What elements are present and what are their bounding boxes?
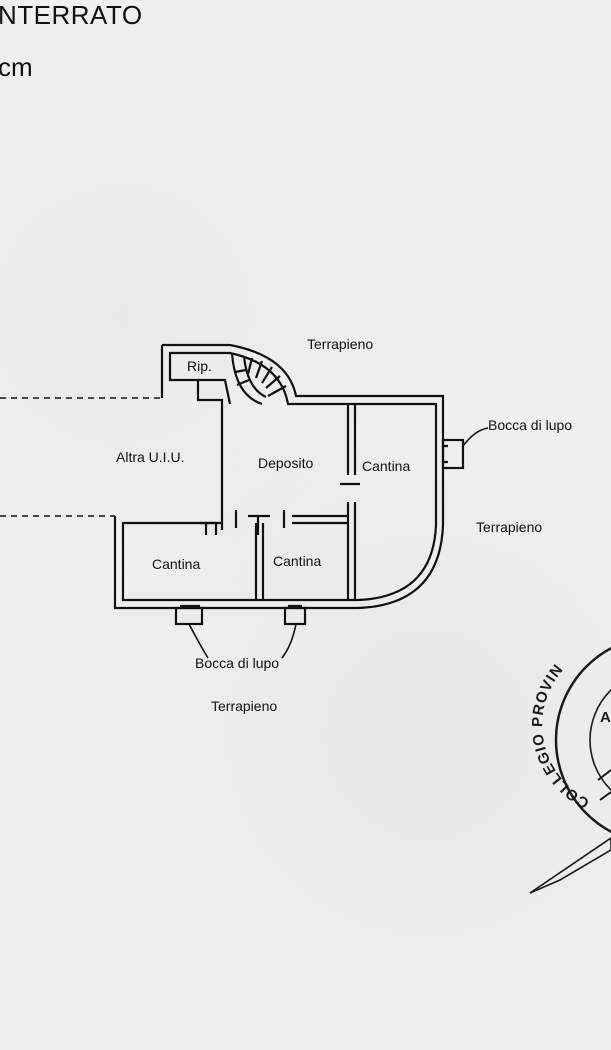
- label-bocca-right: Bocca di lupo: [488, 417, 572, 433]
- neighbour-boundary: [0, 397, 162, 517]
- label-rip: Rip.: [187, 358, 212, 374]
- stamp-text: COLLEGIO PROVIN: [529, 661, 592, 812]
- label-terrapieno-bottom: Terrapieno: [211, 698, 277, 714]
- label-terrapieno-top: Terrapieno: [307, 336, 373, 352]
- label-cantina-left: Cantina: [152, 556, 200, 572]
- label-terrapieno-right: Terrapieno: [476, 519, 542, 535]
- label-altra-uiu: Altra U.I.U.: [116, 449, 184, 465]
- leader-lines: [188, 427, 489, 659]
- scale-unit: cm: [0, 52, 33, 82]
- floor-title: NTERRATO: [0, 0, 143, 30]
- label-cantina-right: Cantina: [362, 458, 410, 474]
- label-cantina-middle: Cantina: [273, 553, 321, 569]
- plan-walls: [113, 343, 465, 626]
- label-bocca-bottom: Bocca di lupo: [195, 655, 279, 671]
- stamp-letter: A: [600, 709, 611, 726]
- stamp: COLLEGIO PROVIN A: [529, 646, 611, 894]
- label-deposito: Deposito: [258, 455, 313, 471]
